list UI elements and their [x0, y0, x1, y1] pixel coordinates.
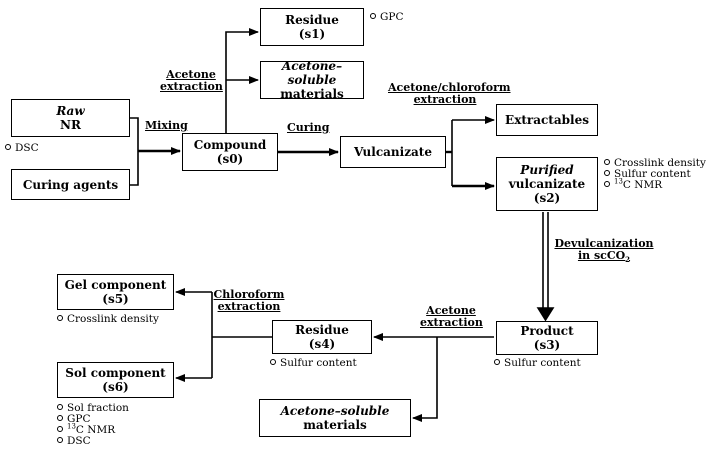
- gel-line2: (s5): [102, 292, 129, 306]
- s4-notes: Sulfur content: [270, 358, 357, 369]
- curing-agents-box: Curing agents: [11, 169, 130, 200]
- acetone-soluble-top-line2: materials: [280, 87, 344, 101]
- devulcanization-line2: in scCO2: [552, 249, 656, 265]
- compound-line1: Compound: [193, 138, 267, 152]
- acetone-extraction-bottom-label: Acetone extraction: [420, 304, 483, 329]
- extractables-label: Extractables: [505, 113, 589, 127]
- chloroform-extraction-line1: Chloroform: [213, 288, 285, 301]
- compound-line2: (s0): [216, 152, 244, 166]
- acetone-chloroform-line1: Acetone/chloroform: [388, 81, 511, 94]
- acetone-chloroform-line2: extraction: [413, 93, 477, 106]
- raw-nr-notes: DSC: [5, 143, 39, 154]
- raw-nr-line1: Raw: [56, 104, 85, 118]
- sol-component-box: Sol component (s6): [57, 362, 174, 398]
- gel-component-box: Gel component (s5): [57, 274, 174, 310]
- residue-s1-box: Residue (s1): [260, 8, 364, 46]
- s2-nmr-sup: 13: [614, 177, 623, 186]
- residue-s4-line1: Residue: [295, 323, 349, 337]
- s2-sulfur-note: Sulfur content: [604, 169, 706, 180]
- residue-s1-line2: (s1): [298, 27, 326, 41]
- s2-nmr-text: C NMR: [622, 179, 663, 191]
- product-s3-box: Product (s3): [496, 321, 598, 355]
- residue-s1-notes: GPC: [370, 12, 404, 23]
- s3-sulfur-note: Sulfur content: [494, 358, 581, 369]
- residue-s4-box: Residue (s4): [272, 320, 372, 354]
- extractables-box: Extractables: [496, 104, 598, 136]
- purified-vulcanizate-box: Purified vulcanizate (s2): [496, 157, 598, 211]
- residue-s1-gpc-note: GPC: [370, 12, 404, 23]
- acetone-extraction-top-line2: extraction: [160, 80, 223, 93]
- s6-nmr-text: C NMR: [75, 424, 116, 436]
- gel-line1: Gel component: [64, 278, 167, 292]
- vulcanizate-label: Vulcanizate: [354, 145, 432, 159]
- devulcanization-label: Devulcanization in scCO2: [552, 237, 656, 265]
- sol-line1: Sol component: [65, 366, 166, 380]
- acetone-extraction-bottom-line1: Acetone: [426, 304, 476, 317]
- raw-nr-box: Raw NR: [11, 99, 130, 137]
- devulcanization-line1: Devulcanization: [554, 237, 654, 250]
- acetone-extraction-top-label: Acetone extraction: [160, 68, 223, 93]
- residue-s4-line2: (s4): [308, 337, 336, 351]
- acetone-soluble-bottom-line2: materials: [303, 418, 367, 432]
- s4-sulfur-note: Sulfur content: [270, 358, 357, 369]
- product-line2: (s3): [533, 338, 561, 352]
- chloroform-extraction-label: Chloroform extraction: [213, 289, 285, 313]
- mixing-label: Mixing: [145, 119, 188, 132]
- s5-notes: Crosslink density: [57, 314, 159, 325]
- s3-notes: Sulfur content: [494, 358, 581, 369]
- curing-agents-label: Curing agents: [22, 177, 119, 192]
- s6-notes: Sol fraction GPC 13C NMR DSC: [57, 403, 129, 447]
- acetone-soluble-top-box: Acetone–soluble materials: [260, 59, 364, 101]
- s2-nmr-note: 13C NMR: [604, 177, 706, 191]
- arrow-to-residue-s1: [225, 28, 259, 133]
- raw-nr-dsc-note: DSC: [5, 143, 39, 154]
- purified-line2: vulcanizate: [508, 177, 586, 191]
- raw-nr-line2: NR: [60, 118, 81, 132]
- s2-crosslink-note: Crosslink density: [604, 158, 706, 169]
- purified-line1: Purified: [520, 163, 574, 177]
- devulcanization-line2-sub: 2: [625, 255, 631, 265]
- residue-s1-line1: Residue: [285, 13, 339, 27]
- acetone-soluble-top-line1: Acetone–soluble: [281, 59, 343, 87]
- acetone-soluble-bottom-line1: Acetone–soluble: [280, 404, 390, 418]
- s6-dsc-note: DSC: [57, 436, 129, 447]
- s6-nmr-note: 13C NMR: [57, 422, 129, 436]
- acetone-chloroform-label: Acetone/chloroform extraction: [388, 81, 511, 106]
- s6-sol-fraction-note: Sol fraction: [57, 403, 129, 414]
- arrow-to-acetone-soluble-bottom: [412, 337, 438, 422]
- acetone-extraction-top-line1: Acetone: [166, 68, 216, 81]
- s2-notes: Crosslink density Sulfur content 13C NMR: [604, 158, 706, 191]
- acetone-extraction-bottom-line2: extraction: [420, 316, 483, 329]
- sol-line2: (s6): [102, 380, 129, 394]
- merge-line: [130, 117, 139, 186]
- curing-label: Curing: [287, 121, 330, 134]
- vulcanizate-box: Vulcanizate: [340, 136, 446, 168]
- s6-nmr-sup: 13: [67, 422, 76, 431]
- acetone-soluble-bottom-box: Acetone–soluble materials: [259, 399, 411, 437]
- purified-line3: (s2): [533, 191, 561, 205]
- s5-crosslink-note: Crosslink density: [57, 314, 159, 325]
- compound-box: Compound (s0): [182, 133, 278, 171]
- s6-gpc-note: GPC: [57, 414, 129, 425]
- product-line1: Product: [520, 324, 574, 338]
- chloroform-extraction-line2: extraction: [217, 300, 281, 313]
- devulcanization-line2-text: in scCO: [577, 249, 626, 262]
- devulc-arrowhead: [536, 307, 555, 322]
